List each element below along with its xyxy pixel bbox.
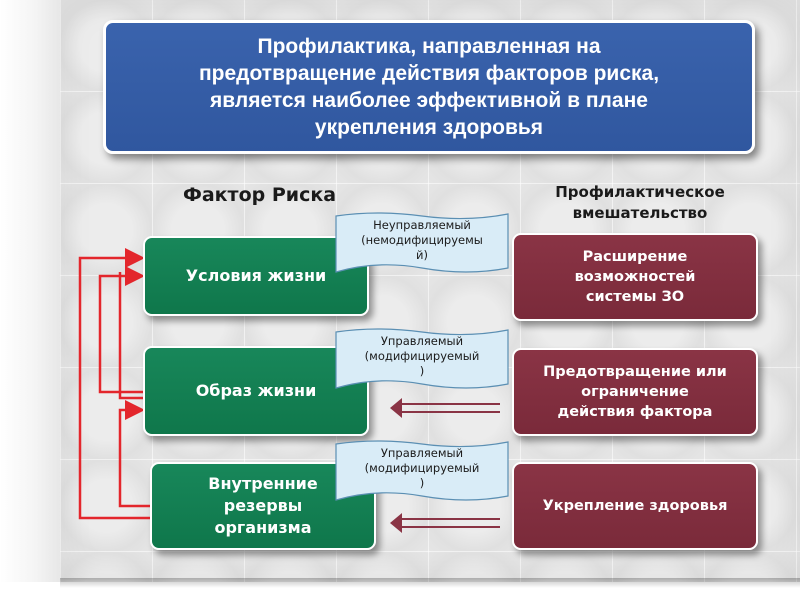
double-arrow-bottom bbox=[390, 513, 500, 533]
factor-label: Условия жизни bbox=[185, 266, 327, 285]
title-text: Профилактика, направленная на предотвращ… bbox=[198, 35, 660, 139]
feedback-arrow-upper bbox=[98, 266, 145, 394]
feedback-arrow-inner bbox=[118, 272, 143, 400]
ribbon-label: Управляемый (модифицируемый ) bbox=[364, 446, 480, 490]
intervention-box-strengthen: Укрепление здоровья bbox=[512, 462, 758, 550]
factor-header: Фактор Риска bbox=[183, 184, 337, 206]
ribbon-shape bbox=[335, 440, 509, 501]
intervention-label: Предотвращение или ограничение действия … bbox=[543, 364, 727, 420]
ribbon-shape bbox=[335, 212, 509, 273]
ribbon-shape bbox=[335, 328, 509, 389]
puzzle-edge bbox=[0, 0, 60, 582]
intervention-box-expand: Расширение возможностей системы ЗО bbox=[512, 233, 758, 321]
feedback-arrow-lower bbox=[118, 400, 150, 508]
intervention-label: Расширение возможностей системы ЗО bbox=[574, 249, 696, 305]
intervention-header: Профилактическое вмешательство bbox=[555, 183, 725, 222]
ribbon-managed-lifestyle: Управляемый (модифицируемый ) bbox=[332, 326, 512, 396]
factor-label: Внутренние резервы организма bbox=[208, 474, 318, 537]
double-arrow-middle bbox=[390, 398, 500, 418]
intervention-label: Укрепление здоровья bbox=[542, 498, 728, 514]
factor-box-internal-reserves: Внутренние резервы организма bbox=[150, 462, 376, 550]
ribbon-label: Управляемый (модифицируемый ) bbox=[364, 334, 480, 378]
feedback-arrow-outer bbox=[78, 248, 150, 520]
ribbon-label: Неуправляемый (немодифицируемы й) bbox=[361, 218, 483, 262]
factor-label: Образ жизни bbox=[195, 381, 317, 400]
factor-box-lifestyle: Образ жизни bbox=[143, 346, 369, 436]
ribbon-unmanaged: Неуправляемый (немодифицируемы й) bbox=[332, 210, 512, 280]
ribbon-managed-reserves: Управляемый (модифицируемый ) bbox=[332, 438, 512, 508]
factor-box-living-conditions: Условия жизни bbox=[143, 236, 369, 316]
bottom-shadow bbox=[60, 578, 800, 588]
title-banner: Профилактика, направленная на предотвращ… bbox=[103, 20, 755, 154]
intervention-box-prevent: Предотвращение или ограничение действия … bbox=[512, 348, 758, 436]
